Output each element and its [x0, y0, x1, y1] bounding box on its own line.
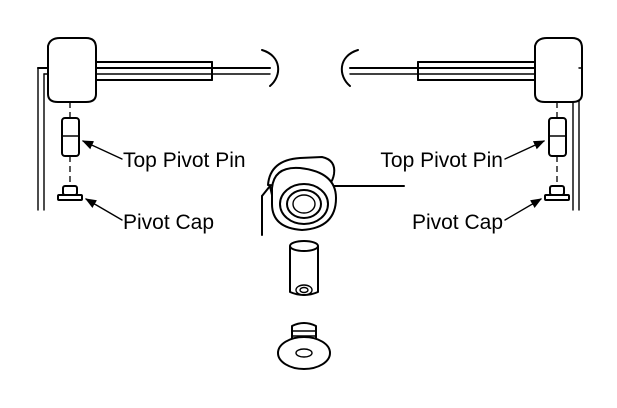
right-door-assembly: Top Pivot Pin Pivot Cap — [340, 37, 583, 234]
right-break-curve — [340, 49, 359, 87]
center-exploded-detail — [261, 156, 405, 370]
left-door-assembly: Top Pivot Pin Pivot Cap — [37, 37, 280, 234]
right-top-pivot-pin-label: Top Pivot Pin — [380, 149, 503, 172]
right-pivot-cap-label: Pivot Cap — [412, 211, 503, 234]
right-pin-leader — [504, 140, 546, 160]
pivot-pin-center — [289, 240, 319, 296]
right-pivot-block — [534, 37, 583, 103]
left-cap-leader — [85, 198, 123, 221]
pivot-screw-center — [277, 322, 331, 370]
left-top-pivot-pin-label: Top Pivot Pin — [123, 149, 246, 172]
right-pivot-cap — [544, 185, 570, 201]
pivot-housing — [261, 156, 405, 236]
left-pivot-block — [47, 37, 97, 103]
right-cap-leader — [504, 198, 542, 221]
left-break-curve — [261, 49, 280, 87]
left-pivot-cap — [57, 185, 83, 201]
right-top-pivot-pin — [548, 117, 567, 157]
left-pivot-cap-label: Pivot Cap — [123, 211, 214, 234]
left-pin-leader — [81, 140, 123, 160]
left-top-pivot-pin — [61, 117, 80, 157]
